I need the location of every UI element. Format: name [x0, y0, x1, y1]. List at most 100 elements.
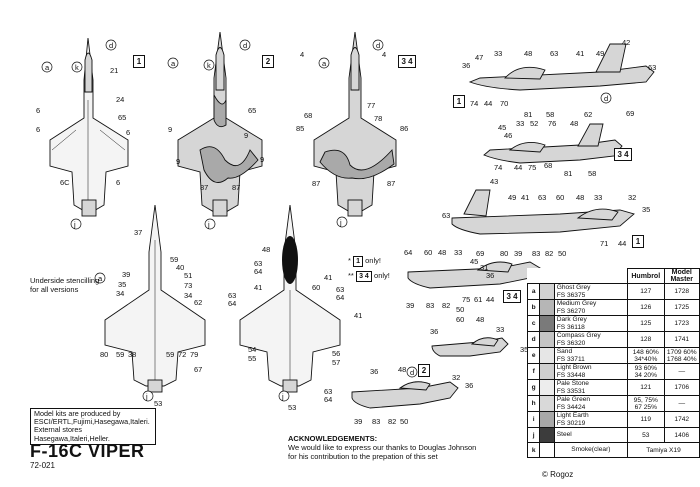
- svg-text:24: 24: [116, 95, 124, 104]
- paint-name-text: Ghost Grey: [556, 284, 591, 291]
- paint-model-master: 1406: [663, 427, 700, 443]
- svg-text:j: j: [281, 392, 284, 401]
- svg-text:48: 48: [262, 245, 270, 254]
- scheme-box-side-1: 1: [453, 95, 465, 108]
- svg-text:78: 78: [374, 114, 382, 123]
- svg-text:81: 81: [524, 110, 532, 119]
- svg-text:69: 69: [626, 109, 634, 118]
- svg-text:80: 80: [500, 249, 508, 258]
- kits-credit-line: Model kits are produced by: [34, 409, 121, 418]
- side-view-scheme-3-4-right: [407, 261, 541, 289]
- svg-text:61: 61: [474, 295, 482, 304]
- scheme-box-2: 2: [262, 55, 274, 68]
- svg-text:48: 48: [570, 119, 578, 128]
- svg-text:65: 65: [118, 113, 126, 122]
- svg-text:58: 58: [588, 169, 596, 178]
- svg-text:32: 32: [628, 193, 636, 202]
- kits-credit-box: Model kits are produced by ESCI/ERTL,Fuj…: [30, 408, 156, 445]
- svg-text:37: 37: [134, 228, 142, 237]
- svg-text:52: 52: [530, 119, 538, 128]
- svg-text:9: 9: [244, 131, 248, 140]
- svg-text:85: 85: [296, 124, 304, 133]
- svg-text:6: 6: [36, 106, 40, 115]
- paint-key: b: [526, 299, 541, 316]
- svg-text:41: 41: [521, 193, 529, 202]
- svg-text:50: 50: [400, 417, 408, 426]
- paint-humbrol: 95, 75% 67 25%: [627, 395, 665, 412]
- svg-text:77: 77: [367, 101, 375, 110]
- paint-fs-code: FS 36375: [556, 291, 586, 299]
- paint-name-text: Compass Grey: [556, 332, 601, 339]
- svg-text:d: d: [604, 94, 608, 103]
- svg-text:44: 44: [486, 295, 494, 304]
- svg-text:60: 60: [456, 315, 464, 324]
- paint-humbrol: 127: [627, 283, 665, 300]
- svg-text:6: 6: [116, 178, 120, 187]
- paint-model-master: 1742: [663, 411, 700, 428]
- paint-humbrol: 121: [627, 379, 665, 396]
- svg-text:d: d: [376, 41, 380, 50]
- model-master-header: Model Master: [663, 268, 700, 284]
- svg-text:68: 68: [304, 111, 312, 120]
- svg-text:75: 75: [462, 295, 470, 304]
- svg-text:39: 39: [406, 301, 414, 310]
- svg-text:63: 63: [228, 291, 236, 300]
- svg-text:6: 6: [36, 125, 40, 134]
- svg-text:39: 39: [514, 249, 522, 258]
- paint-key: k: [526, 442, 541, 458]
- svg-text:74: 74: [470, 99, 478, 108]
- svg-text:k: k: [207, 61, 211, 70]
- svg-text:36: 36: [430, 327, 438, 336]
- svg-text:48: 48: [398, 365, 406, 374]
- svg-text:63: 63: [254, 259, 262, 268]
- svg-text:64: 64: [336, 293, 344, 302]
- svg-text:43: 43: [490, 177, 498, 186]
- paint-key: d: [526, 331, 541, 348]
- paint-name-text: Steel: [556, 431, 572, 439]
- svg-text:79: 79: [190, 350, 198, 359]
- svg-text:a: a: [171, 59, 176, 68]
- svg-text:82: 82: [545, 249, 553, 258]
- paint-name-text: Light Brown: [556, 364, 592, 371]
- paint-humbrol: 128: [627, 331, 665, 348]
- svg-text:44: 44: [484, 99, 492, 108]
- paint-swatch: [539, 442, 555, 458]
- paint-model-master: 1723: [663, 315, 700, 332]
- paint-key: i: [526, 411, 541, 428]
- humbrol-header: Humbrol: [627, 268, 665, 284]
- svg-text:58: 58: [546, 110, 554, 119]
- svg-text:40: 40: [176, 263, 184, 272]
- sheet-code: 72-021: [30, 461, 55, 470]
- svg-text:73: 73: [184, 281, 192, 290]
- svg-text:34: 34: [184, 291, 192, 300]
- svg-text:21: 21: [110, 66, 118, 75]
- svg-text:a: a: [45, 63, 50, 72]
- rogoz-logo: © Rogoz: [542, 470, 574, 479]
- paint-humbrol: 148 60% 34*40%: [627, 347, 665, 364]
- svg-text:46: 46: [504, 131, 512, 140]
- paint-swatch: [539, 331, 555, 348]
- svg-text:86: 86: [400, 124, 408, 133]
- ack-line: for his contribution to the prepation of…: [288, 452, 438, 461]
- paint-model-master: 1706: [663, 379, 700, 396]
- svg-text:34: 34: [116, 289, 124, 298]
- svg-text:a: a: [322, 59, 327, 68]
- side-view-scheme-2: [351, 381, 459, 409]
- svg-text:48: 48: [438, 248, 446, 257]
- paint-swatch: [539, 315, 555, 332]
- svg-text:36: 36: [486, 271, 494, 280]
- svg-text:87: 87: [232, 183, 240, 192]
- paint-humbrol: 53: [627, 427, 665, 443]
- paint-humbrol: 125: [627, 315, 665, 332]
- svg-text:d: d: [410, 368, 414, 377]
- paint-swatch: [539, 363, 555, 380]
- svg-text:67: 67: [194, 365, 202, 374]
- side-view-scheme-1-right: [451, 189, 635, 235]
